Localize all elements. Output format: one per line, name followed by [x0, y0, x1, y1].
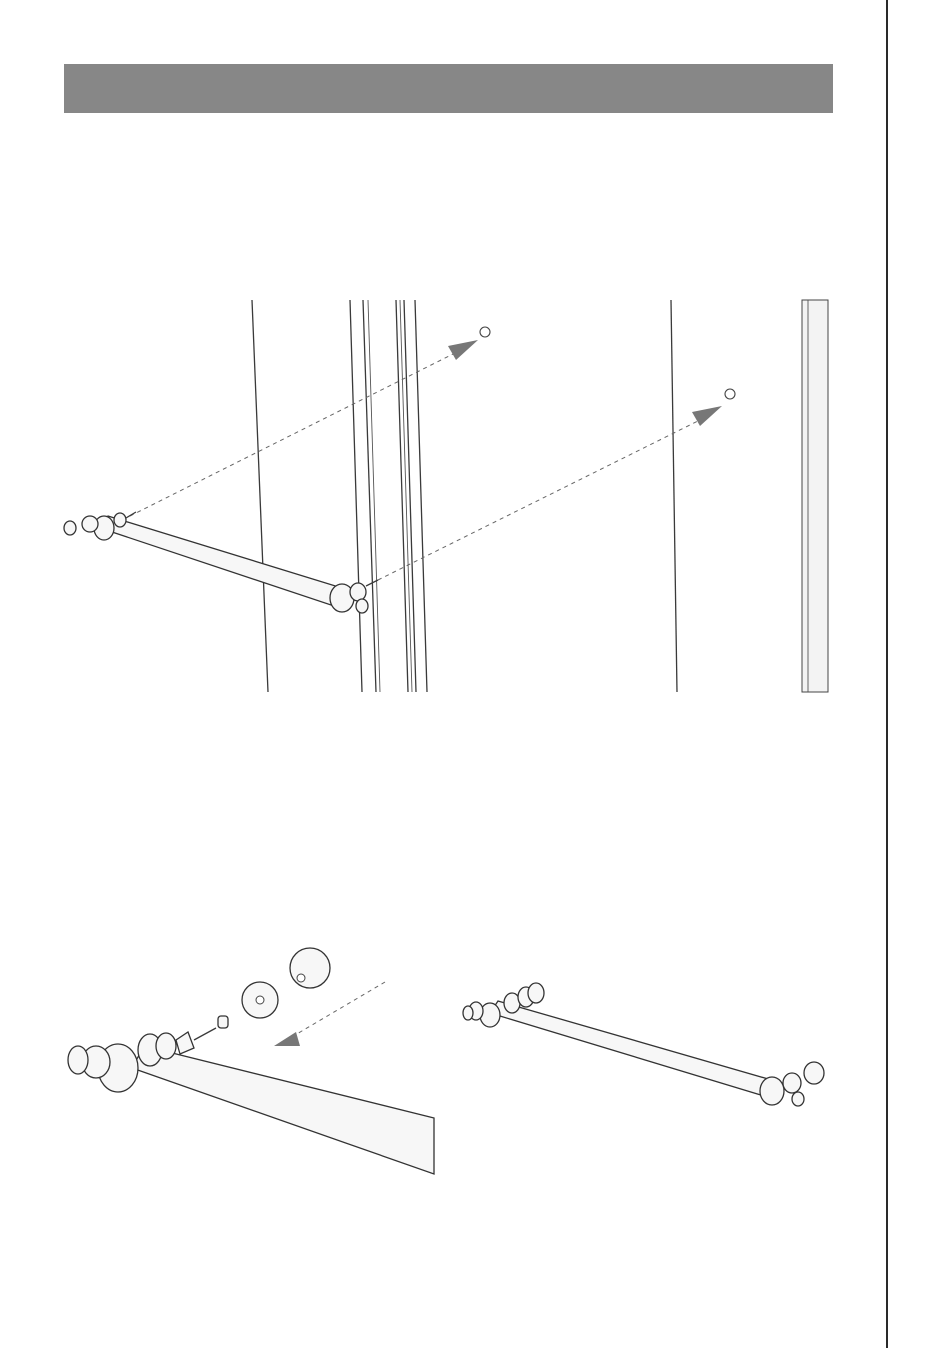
mounting-hole-icon	[725, 389, 735, 399]
bar-tube	[490, 1001, 782, 1099]
anchor	[218, 1016, 228, 1028]
glass-panels	[252, 300, 828, 692]
mounting-hole-icon	[480, 327, 490, 337]
section-title	[64, 77, 80, 99]
assembled-towel-bar-diagram	[460, 975, 840, 1115]
mounting-parts-exploded-diagram	[60, 940, 460, 1180]
install-arrows	[130, 327, 735, 580]
glass-edge-right	[802, 300, 828, 692]
towel-bar	[64, 512, 378, 613]
section-header-bar	[64, 64, 833, 113]
arrow-head-icon	[448, 340, 478, 360]
towel-bar-install-diagram	[60, 298, 840, 694]
cover-cap	[290, 948, 330, 988]
arrow-head-icon	[274, 1032, 300, 1046]
arrow-head-icon	[692, 406, 722, 426]
parts-arrow	[290, 982, 385, 1038]
bar-tube	[132, 1046, 434, 1174]
page-margin-rule	[886, 0, 888, 1348]
screw	[194, 1028, 216, 1040]
